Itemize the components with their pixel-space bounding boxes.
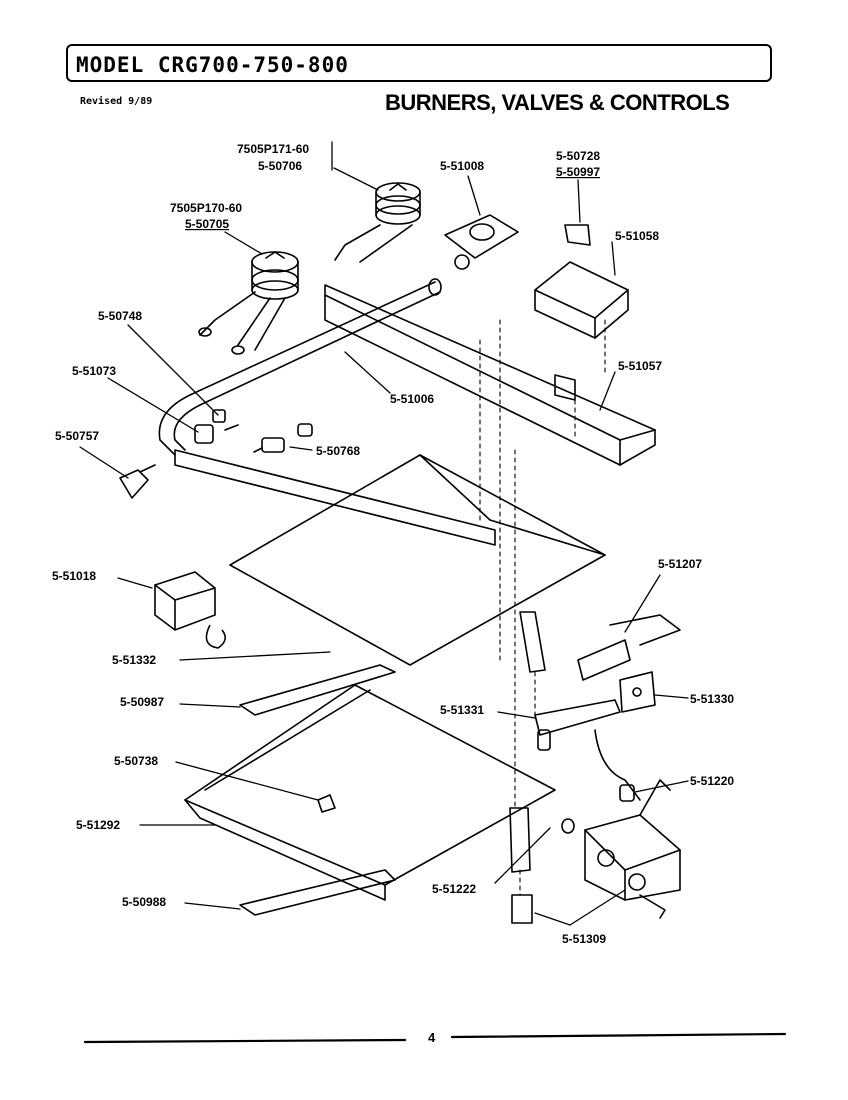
label-5-51332: 5-51332 <box>112 653 156 667</box>
label-5-51330: 5-51330 <box>690 692 734 706</box>
label-5-50997: 5-50997 <box>556 165 600 179</box>
page-number: 4 <box>428 1030 436 1045</box>
burner-baffle-upper <box>229 454 606 666</box>
label-5-50748: 5-50748 <box>98 309 142 323</box>
label-5-50705: 5-50705 <box>185 217 229 231</box>
label-5-51008: 5-51008 <box>440 159 484 173</box>
igniter <box>577 614 681 681</box>
burner-support-bracket <box>324 284 656 466</box>
manifold-pipe <box>158 278 496 546</box>
burner-valve <box>194 409 239 444</box>
label-5-50988: 5-50988 <box>122 895 166 909</box>
oven-safety-valve <box>561 779 681 919</box>
spring-clip <box>564 224 591 246</box>
label-5-51006: 5-51006 <box>390 392 434 406</box>
label-5-50706: 5-50706 <box>258 159 302 173</box>
wing-nut <box>317 794 336 813</box>
label-5-51331: 5-51331 <box>440 703 484 717</box>
label-5-51018: 5-51018 <box>52 569 96 583</box>
label-5-51207: 5-51207 <box>658 557 702 571</box>
label-5-50768: 5-50768 <box>316 444 360 458</box>
mounting-clip <box>119 464 156 499</box>
pilot-burner <box>534 699 621 751</box>
lower-burner-tray <box>184 684 556 901</box>
back-burner <box>334 182 421 263</box>
flame-spreader <box>239 664 396 716</box>
label-5-51058: 5-51058 <box>615 229 659 243</box>
label-7505p171: 7505P171-60 <box>237 142 309 156</box>
label-5-50728: 5-50728 <box>556 149 600 163</box>
cover-plate <box>619 671 656 713</box>
model-title: MODEL CRG700-750-800 <box>76 53 349 77</box>
label-5-51292: 5-51292 <box>76 818 120 832</box>
electrical-switch-box <box>154 571 226 649</box>
orifice-fitting <box>253 423 313 453</box>
label-5-51057: 5-51057 <box>618 359 662 373</box>
footer-rule-left <box>83 1038 407 1044</box>
leader-lines <box>79 141 689 926</box>
assembly-guide-lines <box>479 319 606 896</box>
pressure-regulator <box>444 214 519 270</box>
label-5-51309: 5-51309 <box>562 932 606 946</box>
label-5-50738: 5-50738 <box>114 754 158 768</box>
lower-flame-spreader <box>239 869 396 916</box>
footer-rule-right <box>450 1032 787 1039</box>
label-7505p170: 7505P170-60 <box>170 201 242 215</box>
model-header-box <box>66 44 772 82</box>
revised-date: Revised 9/89 <box>80 96 153 107</box>
valve-bracket <box>534 261 629 339</box>
label-5-50757: 5-50757 <box>55 429 99 443</box>
label-5-51073: 5-51073 <box>72 364 116 378</box>
front-burner <box>198 251 299 355</box>
section-title: BURNERS, VALVES & CONTROLS <box>385 90 730 115</box>
label-5-51222: 5-51222 <box>432 882 476 896</box>
label-5-51220: 5-51220 <box>690 774 734 788</box>
label-5-50987: 5-50987 <box>120 695 164 709</box>
thermocouple <box>594 729 641 802</box>
